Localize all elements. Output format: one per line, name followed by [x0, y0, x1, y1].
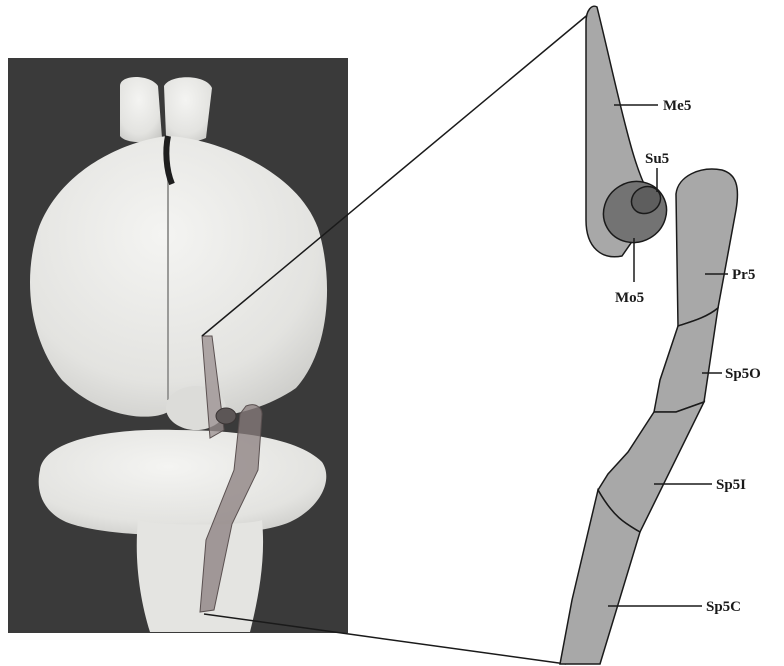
label-mo5: Mo5: [615, 290, 644, 306]
olfactory-bulb-left: [120, 77, 162, 142]
label-su5: Su5: [645, 151, 669, 167]
photo-su5-mo5-blob: [216, 408, 236, 424]
sp5o-nucleus: [654, 308, 718, 412]
olfactory-bulb-right: [164, 77, 212, 142]
label-sp5i: Sp5I: [716, 477, 746, 493]
projection-line-bottom: [204, 614, 566, 664]
brainstem: [137, 520, 263, 632]
brain-photo: [8, 58, 348, 633]
cerebellum: [39, 430, 327, 536]
label-sp5o: Sp5O: [725, 366, 761, 382]
pr5-nucleus: [676, 169, 737, 326]
label-pr5: Pr5: [732, 267, 755, 283]
label-me5: Me5: [663, 98, 691, 114]
label-sp5c: Sp5C: [706, 599, 741, 615]
